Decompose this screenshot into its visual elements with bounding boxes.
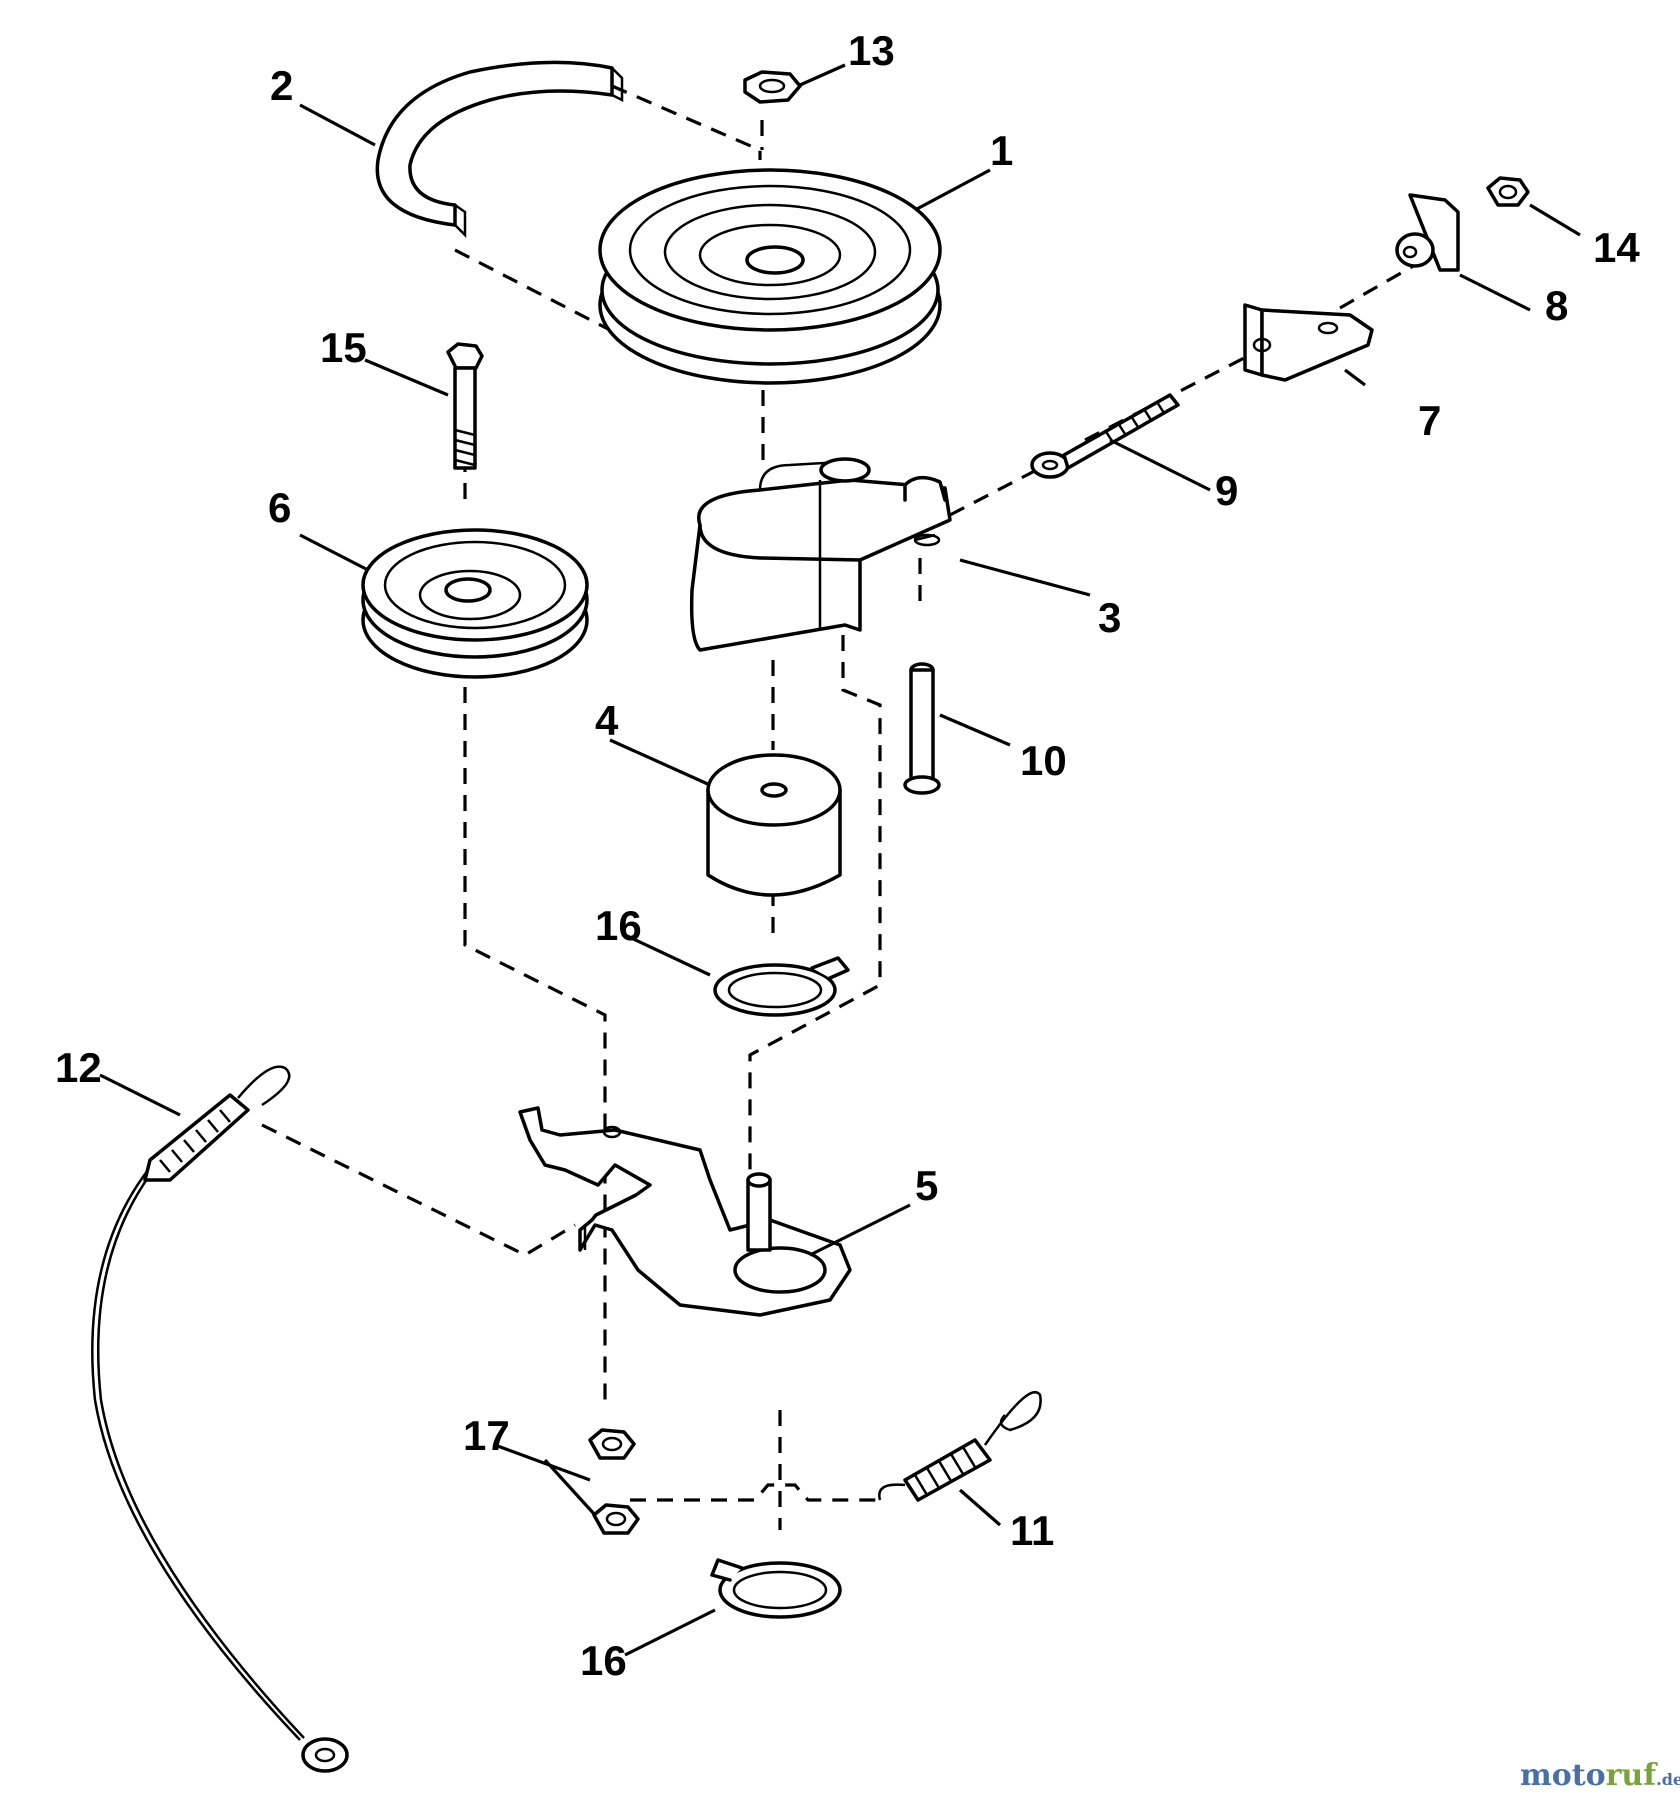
part-13-nut (743, 70, 802, 104)
part-5-lever-arm (518, 1106, 852, 1317)
watermark-prefix: moto (1520, 1758, 1606, 1793)
callout-13: 13 (848, 27, 895, 74)
part-16-snap-ring-upper (713, 956, 850, 1017)
watermark-mid: ruf (1606, 1758, 1659, 1793)
callout-12: 12 (55, 1044, 102, 1091)
leader-lines (99, 63, 1581, 1657)
part-6-idler-pulley (361, 528, 589, 679)
watermark-suffix: .de (1656, 1770, 1680, 1789)
callout-15: 15 (320, 324, 367, 371)
part-17-nut-lower (592, 1503, 640, 1535)
callout-10: 10 (1020, 737, 1067, 784)
callout-3: 3 (1098, 594, 1121, 641)
callout-16-lower: 16 (580, 1637, 627, 1684)
callout-numbers: 1 2 3 4 5 6 7 8 9 10 11 12 13 14 15 16 1… (55, 27, 1640, 1684)
part-10-pin (903, 662, 941, 795)
callout-14: 14 (1593, 224, 1640, 271)
part-15-bolt (446, 342, 484, 470)
callout-4: 4 (595, 697, 619, 744)
part-3-bracket (689, 457, 952, 652)
part-11-spring (878, 1390, 1042, 1502)
svg-text:motoruf.de: motoruf.de (1520, 1758, 1680, 1793)
callout-1: 1 (990, 127, 1013, 174)
part-12-cable-spring (91, 1065, 349, 1773)
part-2-belt-guide (375, 60, 624, 239)
part-17-nut-upper (588, 1428, 636, 1460)
part-8-clip-nut (1395, 193, 1460, 272)
callout-2: 2 (270, 62, 293, 109)
callout-11: 11 (1010, 1507, 1054, 1554)
callout-8: 8 (1545, 282, 1568, 329)
watermark-logo: motoruf.de (1520, 1758, 1680, 1793)
part-9-eye-bolt (1030, 393, 1180, 479)
callout-6: 6 (268, 484, 291, 531)
callout-7: 7 (1418, 397, 1441, 444)
callout-17: 17 (463, 1412, 510, 1459)
part-1-large-pulley (598, 168, 942, 385)
callout-9: 9 (1215, 467, 1238, 514)
callout-5: 5 (915, 1162, 938, 1209)
part-7-angle-bracket (1243, 303, 1374, 382)
part-16-snap-ring-lower (710, 1558, 842, 1619)
callout-16-upper: 16 (595, 902, 642, 949)
part-4-bushing (706, 753, 842, 897)
part-14-nut (1486, 176, 1530, 207)
